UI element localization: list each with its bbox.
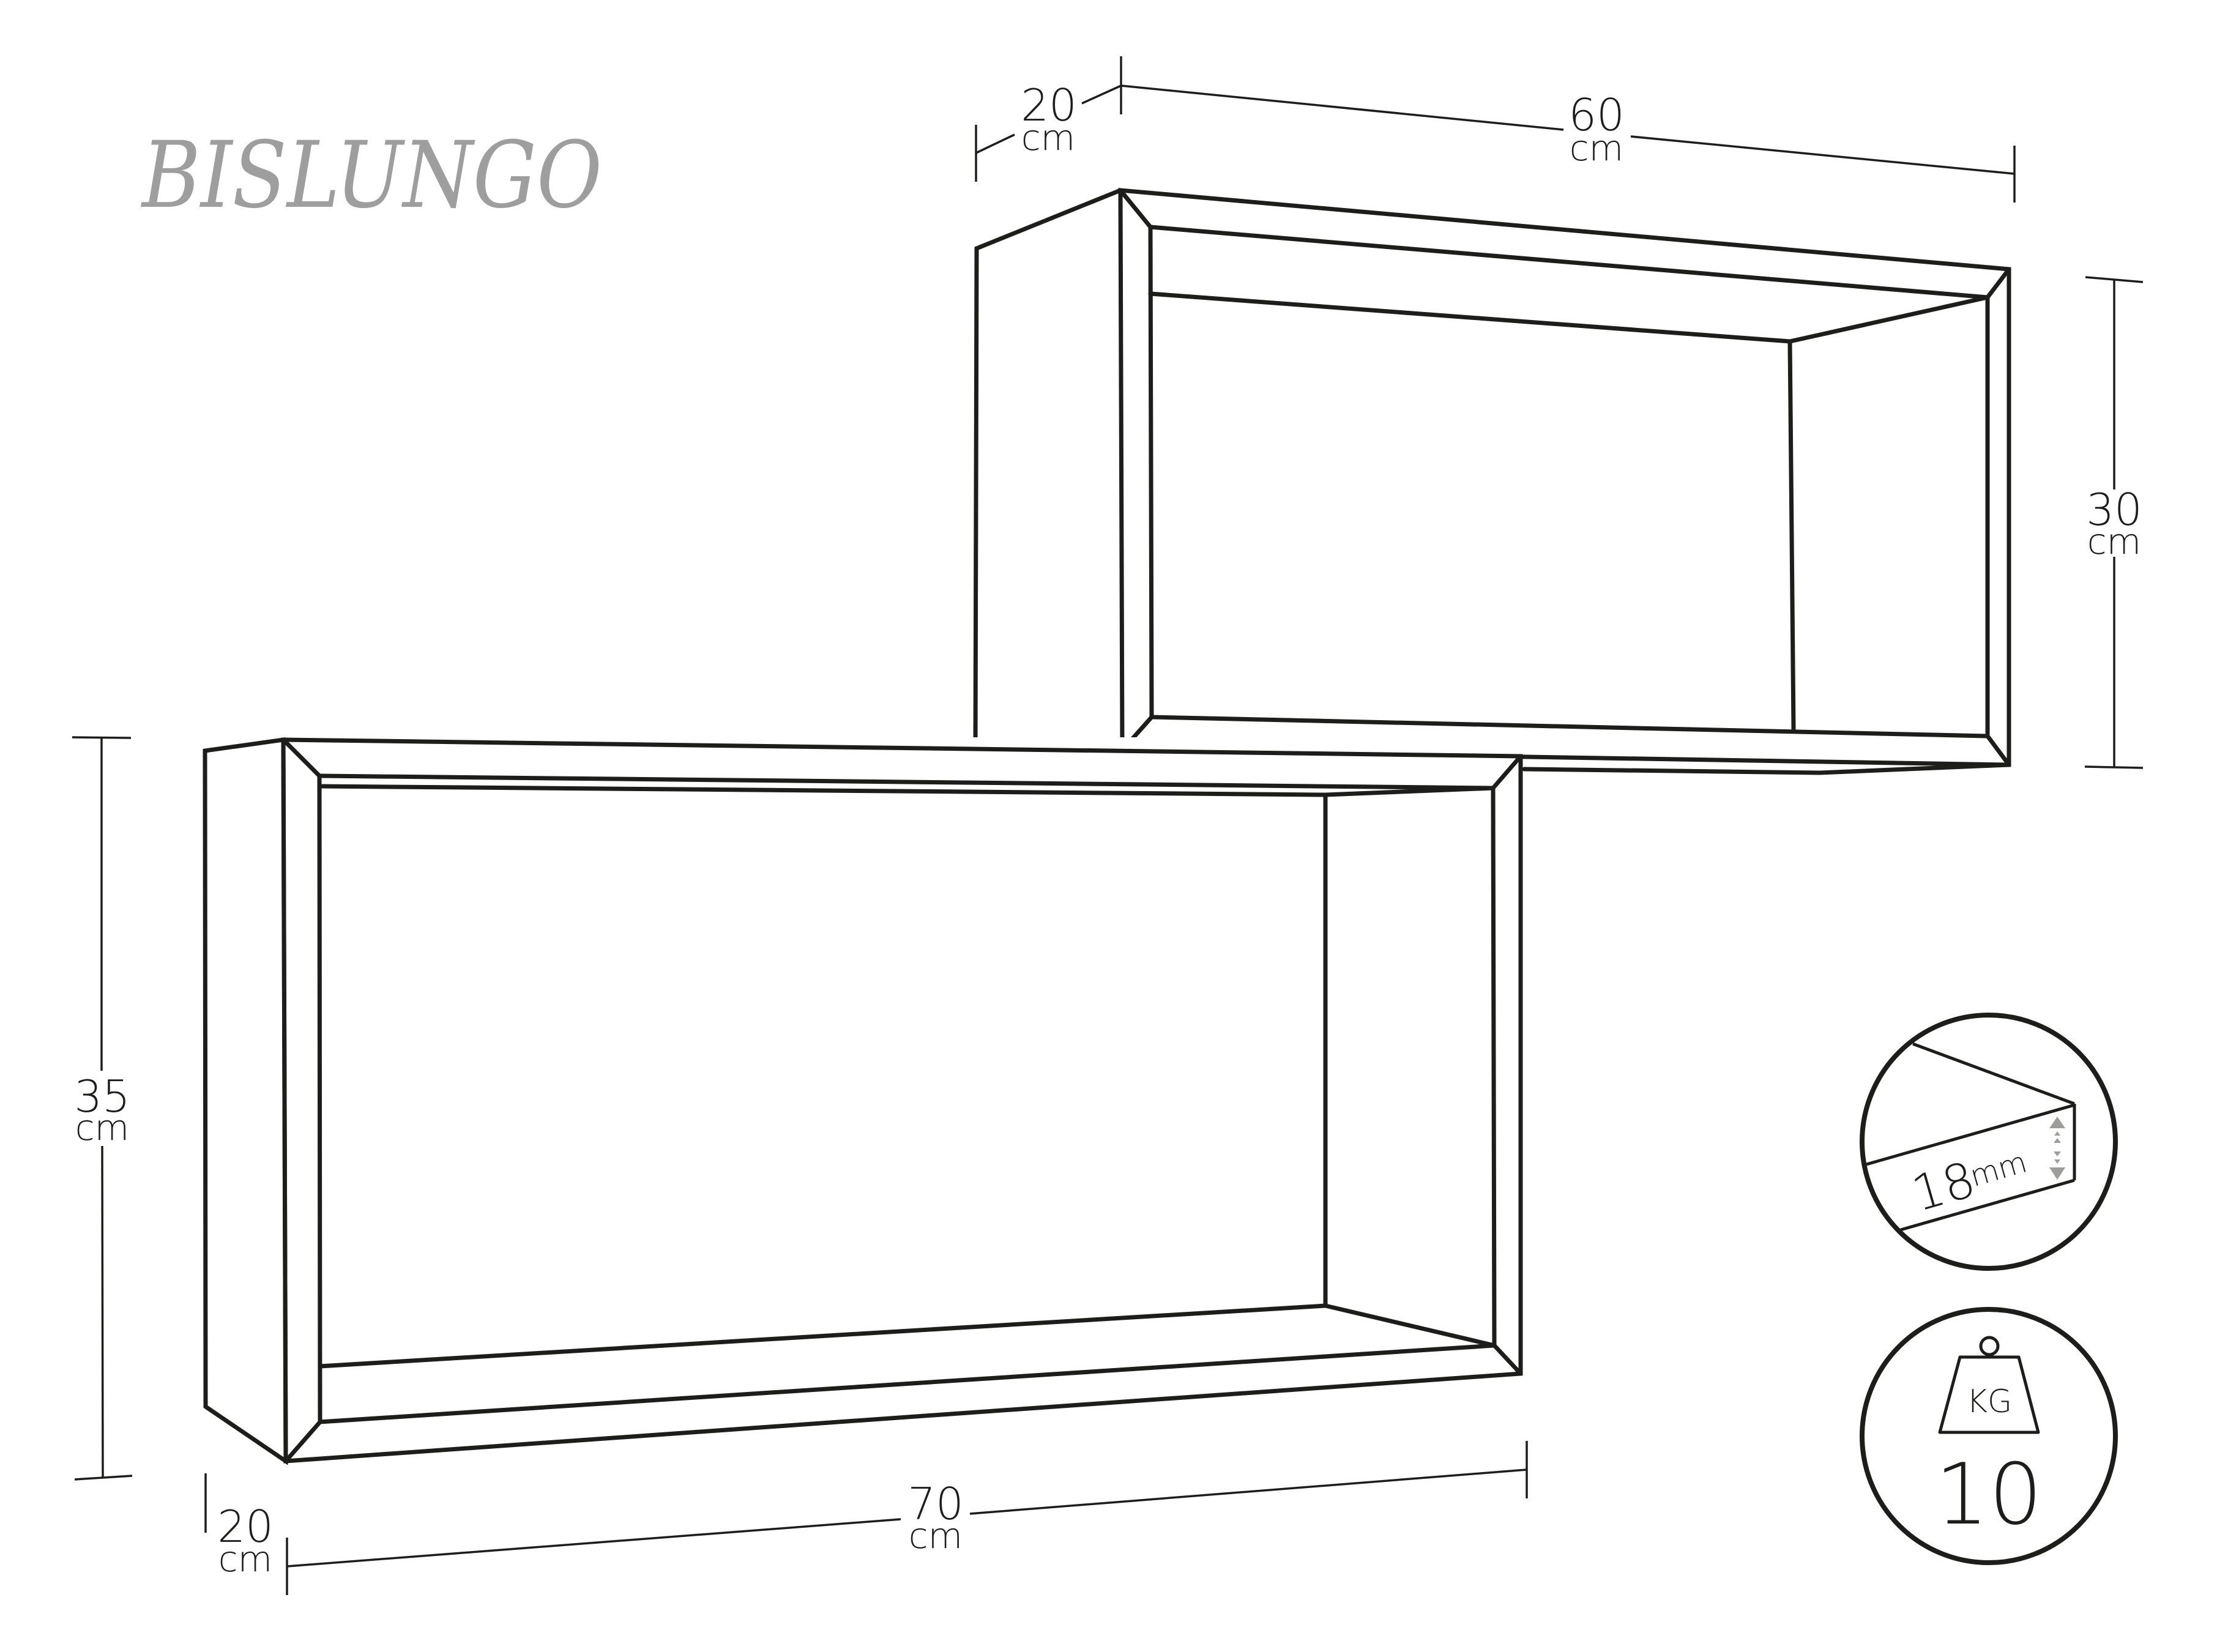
- lower-box-bevel-tl: [281, 737, 322, 778]
- lower-box-bevel-tr: [1491, 754, 1523, 791]
- upper-depth-unit: cm: [1021, 117, 1075, 158]
- upper-box-bevel-tl: [1118, 188, 1153, 229]
- lower-box-bevel-bl: [283, 1419, 322, 1464]
- upper-box-side-panel: [973, 188, 1123, 753]
- lower-height-value: 35: [74, 1071, 130, 1122]
- lower-box-bevel-br: [1492, 1343, 1523, 1376]
- upper-height-unit: cm: [2087, 521, 2141, 562]
- max-load-badge: KG 10: [1860, 1307, 2118, 1565]
- lower-box-back-bottom: [318, 1303, 1497, 1369]
- lower-width-dimension: 70 cm: [286, 1441, 1528, 1568]
- panel-thickness-icon: [1866, 1042, 2076, 1232]
- max-load-badge-ring: [1860, 1307, 2118, 1565]
- upper-width-unit: cm: [1570, 127, 1623, 169]
- upper-depth-dimension: 20 cm: [975, 56, 1122, 182]
- product-title: BISLUNGO: [140, 122, 602, 229]
- thickness-badge-ring: [1860, 1013, 2118, 1271]
- upper-box-front-frame: [1118, 188, 2011, 767]
- upper-width-dimension: 60 cm: [1120, 84, 2016, 203]
- upper-depth-value: 20: [1021, 80, 1077, 131]
- upper-width-value: 60: [1568, 89, 1625, 141]
- lower-depth-unit: cm: [218, 1538, 272, 1580]
- lower-height-unit: cm: [75, 1107, 129, 1148]
- upper-box-bevel-tr: [1985, 267, 2011, 300]
- weight-label: KG: [1967, 1383, 2012, 1420]
- lower-height-dimension: 35 cm: [72, 736, 133, 1481]
- upper-box-bevel-br: [1985, 734, 2011, 767]
- upper-box-back-edge: [1787, 339, 1796, 732]
- lower-shelf-box: [203, 737, 1523, 1465]
- upper-box-underside: [1522, 762, 2011, 775]
- upper-box-back-panel: [1148, 291, 1990, 344]
- lower-depth-value: 20: [217, 1501, 274, 1552]
- weight-icon: [1938, 1336, 2040, 1434]
- lower-width-value: 70: [907, 1478, 964, 1530]
- max-load-value: 10: [1935, 1445, 2043, 1544]
- thickness-badge: 18 mm: [1860, 1013, 2118, 1271]
- lower-depth-dimension: 20 cm: [204, 1473, 288, 1595]
- lower-width-unit: cm: [909, 1515, 963, 1557]
- upper-height-value: 30: [2086, 484, 2142, 535]
- upper-height-dimension: 30 cm: [2084, 276, 2144, 769]
- upper-shelf-box: [973, 188, 2011, 775]
